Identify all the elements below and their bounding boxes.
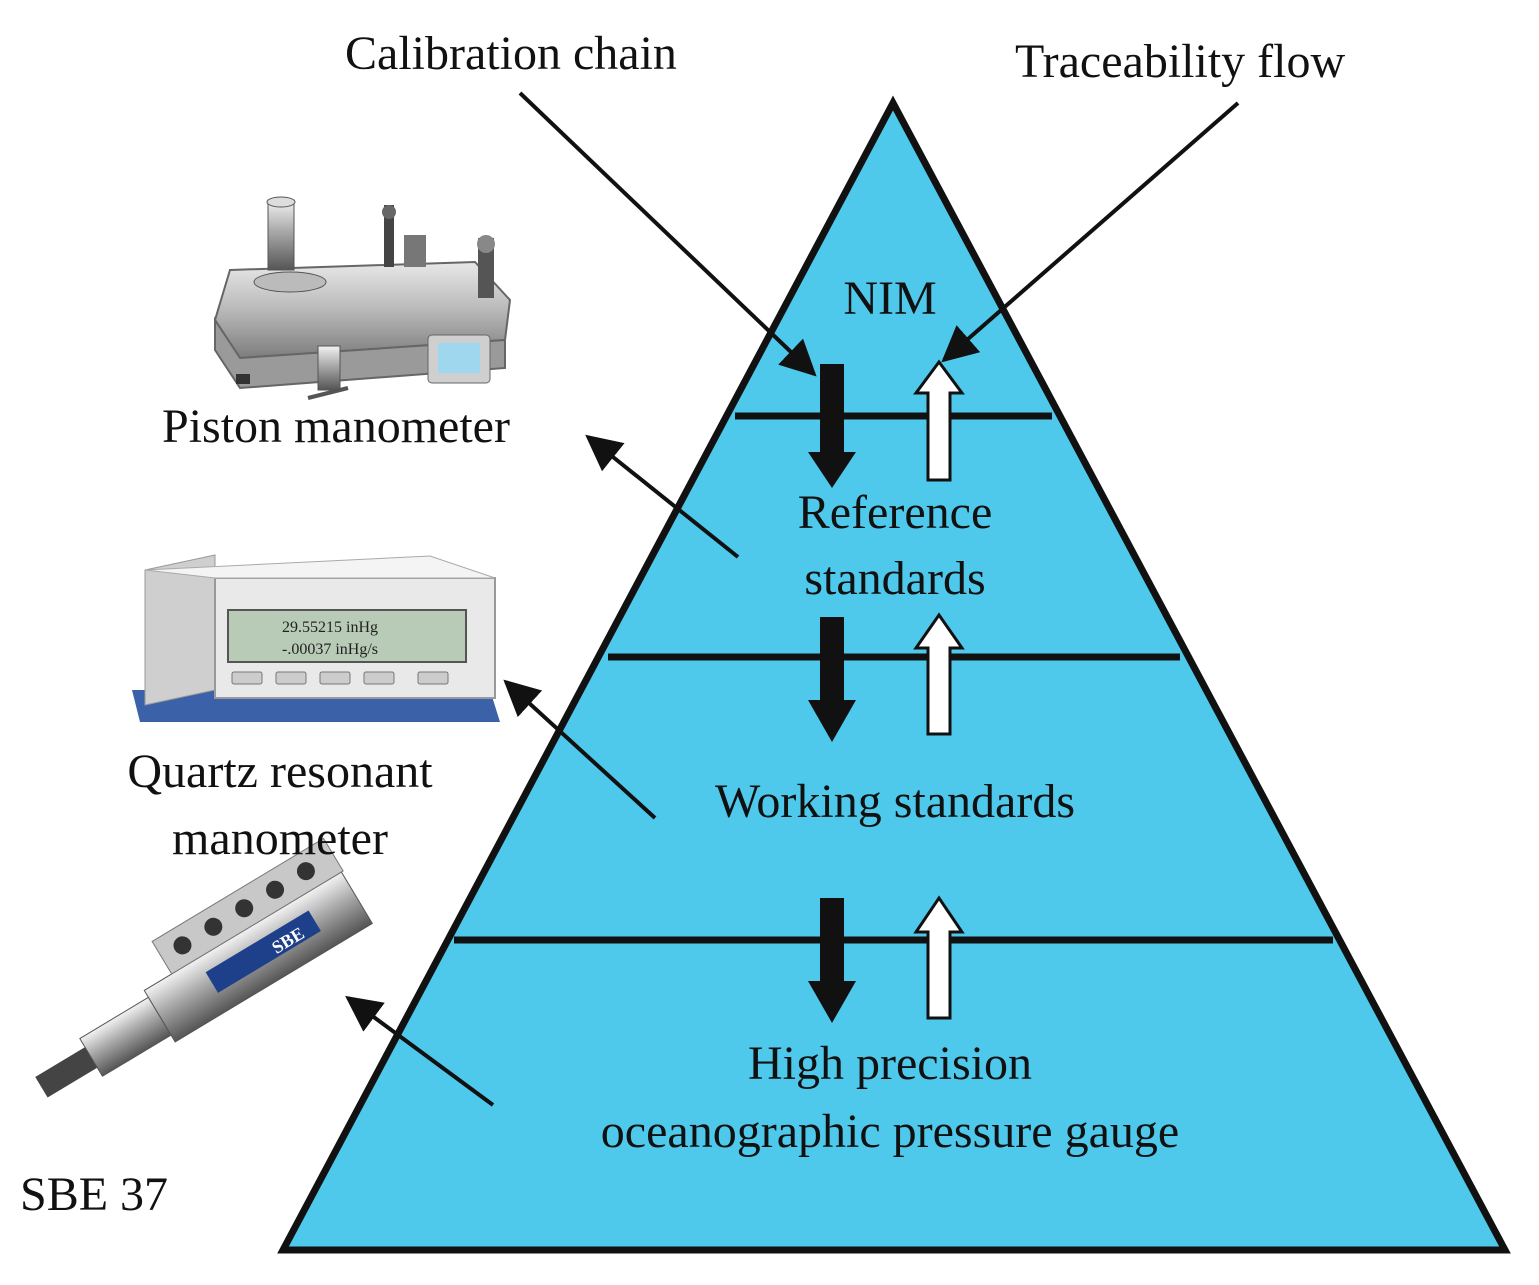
- traceability-arrow-3: [913, 895, 965, 1020]
- calibration-arrow-1: [808, 364, 856, 488]
- quartz-pointer: [503, 679, 657, 820]
- level-reference-label-line1: Reference: [797, 486, 993, 539]
- level-gauge-label-line2: oceanographic pressure gauge: [600, 1105, 1180, 1158]
- level-reference-label-line2: standards: [804, 552, 986, 605]
- traceability-flow-pointer: [941, 101, 1240, 363]
- sbe37-sensor-image: SBE: [35, 837, 373, 1098]
- traceability-arrow-2: [913, 612, 965, 736]
- level-working-label: Working standards: [714, 775, 1076, 828]
- calibration-arrow-2: [808, 617, 856, 742]
- pyramid-shape: [277, 95, 1511, 1254]
- quartz-manometer-image: 29.55215 inHg -.00037 inHg/s: [132, 554, 500, 722]
- quartz-manometer-label-line2: manometer: [172, 812, 388, 865]
- calibration-chain-pointer: [518, 91, 817, 377]
- calibration-chain-label: Calibration chain: [345, 27, 677, 80]
- piston-manometer-image: [213, 196, 512, 400]
- level-nim-label: NIM: [843, 272, 937, 325]
- calibration-arrow-3: [808, 898, 856, 1023]
- sbe-pointer: [345, 995, 495, 1107]
- level-gauge-label-line1: High precision: [748, 1037, 1032, 1090]
- quartz-display-line2: -.00037 inHg/s: [282, 641, 378, 658]
- traceability-arrow-1: [913, 359, 965, 482]
- traceability-flow-label: Traceability flow: [1015, 35, 1346, 88]
- sbe37-label: SBE 37: [20, 1168, 169, 1221]
- quartz-manometer-label-line1: Quartz resonant: [127, 745, 433, 798]
- piston-pointer: [585, 434, 740, 559]
- quartz-display-line1: 29.55215 inHg: [282, 619, 378, 636]
- piston-manometer-label: Piston manometer: [162, 400, 510, 453]
